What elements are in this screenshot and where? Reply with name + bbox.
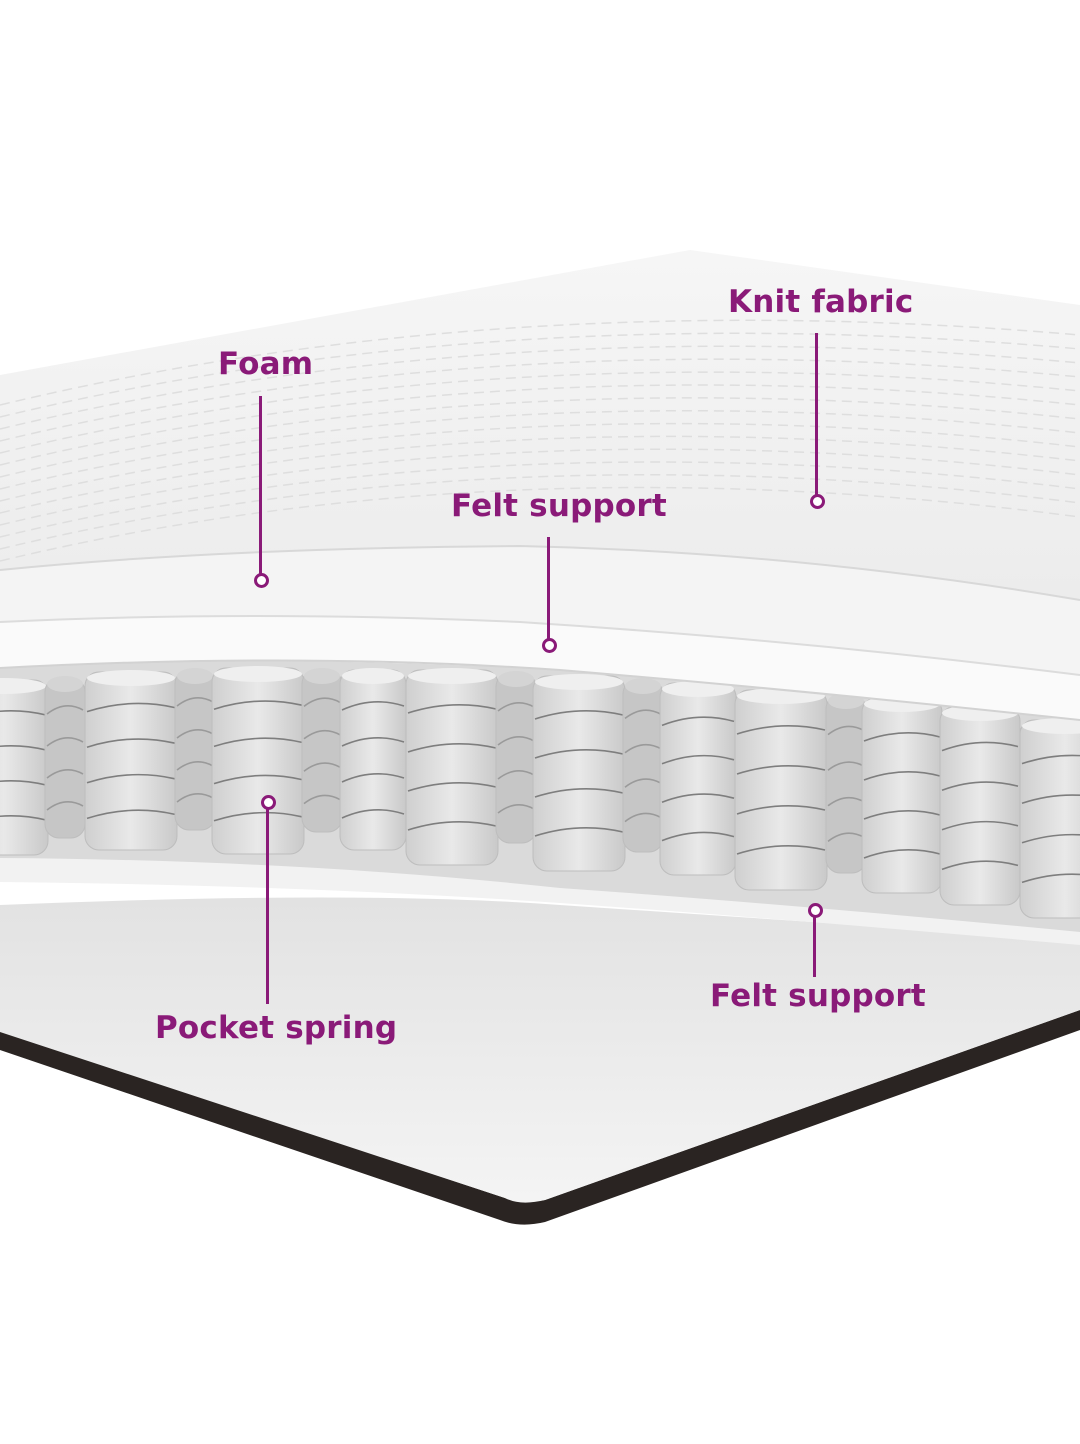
callout-leader-knit-fabric xyxy=(815,333,818,497)
pocket-spring-coil xyxy=(45,676,85,838)
pocket-spring-coil xyxy=(302,668,342,832)
callout-marker-felt-support-top xyxy=(542,638,557,653)
pocket-spring-coil xyxy=(735,688,827,890)
callout-label-knit-fabric: Knit fabric xyxy=(728,284,913,320)
pocket-spring-coil xyxy=(1020,718,1080,918)
pocket-spring-coil xyxy=(660,681,736,875)
pocket-spring-coil xyxy=(0,678,48,855)
callout-leader-felt-support-bottom xyxy=(813,915,816,977)
pocket-spring-coil xyxy=(340,668,406,850)
pocket-spring-coil xyxy=(175,668,215,830)
callout-label-pocket-spring: Pocket spring xyxy=(155,1010,397,1046)
callout-marker-knit-fabric xyxy=(810,494,825,509)
callout-marker-foam xyxy=(254,573,269,588)
pocket-spring-coil xyxy=(496,671,536,843)
pocket-spring-coil xyxy=(826,693,866,873)
base-board xyxy=(0,898,1080,1203)
callout-leader-foam xyxy=(259,396,262,576)
pocket-spring-coil xyxy=(623,678,663,852)
pocket-spring-coil xyxy=(212,666,304,854)
pocket-spring-coil xyxy=(862,696,942,893)
pocket-spring-coil xyxy=(85,670,177,850)
callout-leader-felt-support-top xyxy=(547,537,550,639)
callout-label-felt-support-top: Felt support xyxy=(451,488,667,524)
pocket-spring-coil xyxy=(940,705,1020,905)
callout-label-felt-support-bottom: Felt support xyxy=(710,978,926,1014)
pocket-spring-coil xyxy=(406,668,498,865)
callout-label-foam: Foam xyxy=(218,346,313,382)
pocket-spring-coil xyxy=(533,674,625,871)
callout-leader-pocket-spring xyxy=(266,807,269,1004)
